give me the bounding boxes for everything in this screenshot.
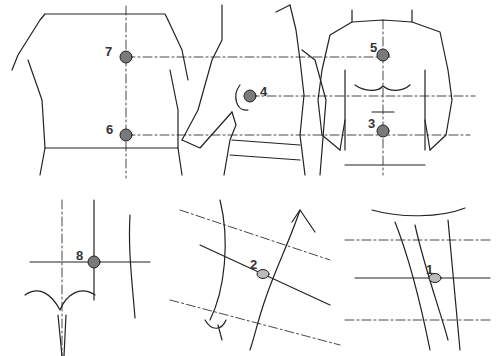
callout-number: 8 (76, 248, 83, 263)
callout-number: 3 (368, 116, 375, 131)
callout-holder: 7 (105, 42, 112, 60)
callout-holder: 8 (76, 246, 83, 264)
callout-holder: 4 (260, 82, 267, 100)
callout-holder: 2 (250, 255, 257, 273)
callout-number: 1 (426, 262, 433, 277)
callout-number: 6 (106, 122, 113, 137)
callout-holder: 6 (106, 120, 113, 138)
callout-number: 7 (105, 44, 112, 59)
callout-holder: 1 (426, 260, 433, 278)
callout-number: 2 (250, 257, 257, 272)
callout-number: 4 (260, 84, 267, 99)
callout-holder: 3 (368, 114, 375, 132)
callout-number: 5 (370, 40, 377, 55)
callout-holder: 5 (370, 38, 377, 56)
